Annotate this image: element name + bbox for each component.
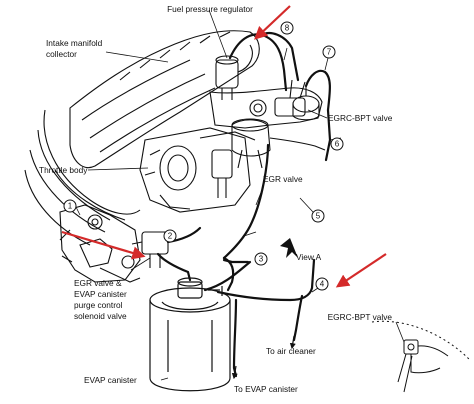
callout-6: 6 <box>330 137 344 151</box>
engine-lower-block <box>59 204 141 283</box>
callout-1-label: 1 <box>68 202 73 211</box>
label-egrc-bpt-valve-inset: EGRC-BPT valve <box>328 312 393 322</box>
label-egr-valve: EGR valve <box>263 174 303 184</box>
inset-view <box>371 320 471 393</box>
label-fuel-pressure-regulator: Fuel pressure regulator <box>167 4 253 14</box>
fuel-rail <box>209 79 323 129</box>
label-intake-manifold-2: collector <box>46 49 77 59</box>
callout-4-label: 4 <box>320 280 325 289</box>
label-egr-evap-3: purge control <box>74 300 123 310</box>
direction-arrows <box>231 335 296 380</box>
label-view-a: View A <box>296 252 322 262</box>
label-egr-evap-1: EGR valve & <box>74 278 122 288</box>
callout-2: 2 <box>163 229 177 243</box>
callout-4: 4 <box>315 277 329 291</box>
label-egr-evap-2: EVAP canister <box>74 289 127 299</box>
label-evap-canister: EVAP canister <box>84 375 137 385</box>
callout-7: 7 <box>322 45 336 59</box>
label-egrc-bpt-valve: EGRC-BPT valve <box>328 113 393 123</box>
leader-lines <box>74 9 405 381</box>
label-throttle-body: Throttle body <box>39 165 88 175</box>
callout-1: 1 <box>63 199 77 213</box>
annotation-arrows <box>61 5 387 288</box>
callout-2-label: 2 <box>168 232 173 241</box>
view-a-arrow <box>280 238 298 258</box>
callout-8: 8 <box>280 21 294 35</box>
label-to-air-cleaner: To air cleaner <box>266 346 316 356</box>
label-egr-evap-4: solenoid valve <box>74 311 127 321</box>
callout-5: 5 <box>311 209 325 223</box>
fuel-pressure-regulator <box>215 44 253 100</box>
callout-5-label: 5 <box>316 212 321 221</box>
callout-3: 3 <box>254 252 268 266</box>
label-to-evap-canister: To EVAP canister <box>234 384 298 394</box>
label-intake-manifold-1: Intake manifold <box>46 38 103 48</box>
callout-7-label: 7 <box>327 48 332 57</box>
egr-valve <box>231 118 326 169</box>
vacuum-hoses <box>156 31 332 378</box>
throttle-body <box>139 127 256 213</box>
egrc-bpt-valve <box>292 86 320 121</box>
callout-6-label: 6 <box>335 140 340 149</box>
callout-8-label: 8 <box>285 24 290 33</box>
callout-3-label: 3 <box>259 255 264 264</box>
evap-canister <box>149 277 231 392</box>
intake-manifold-collector <box>24 30 260 246</box>
